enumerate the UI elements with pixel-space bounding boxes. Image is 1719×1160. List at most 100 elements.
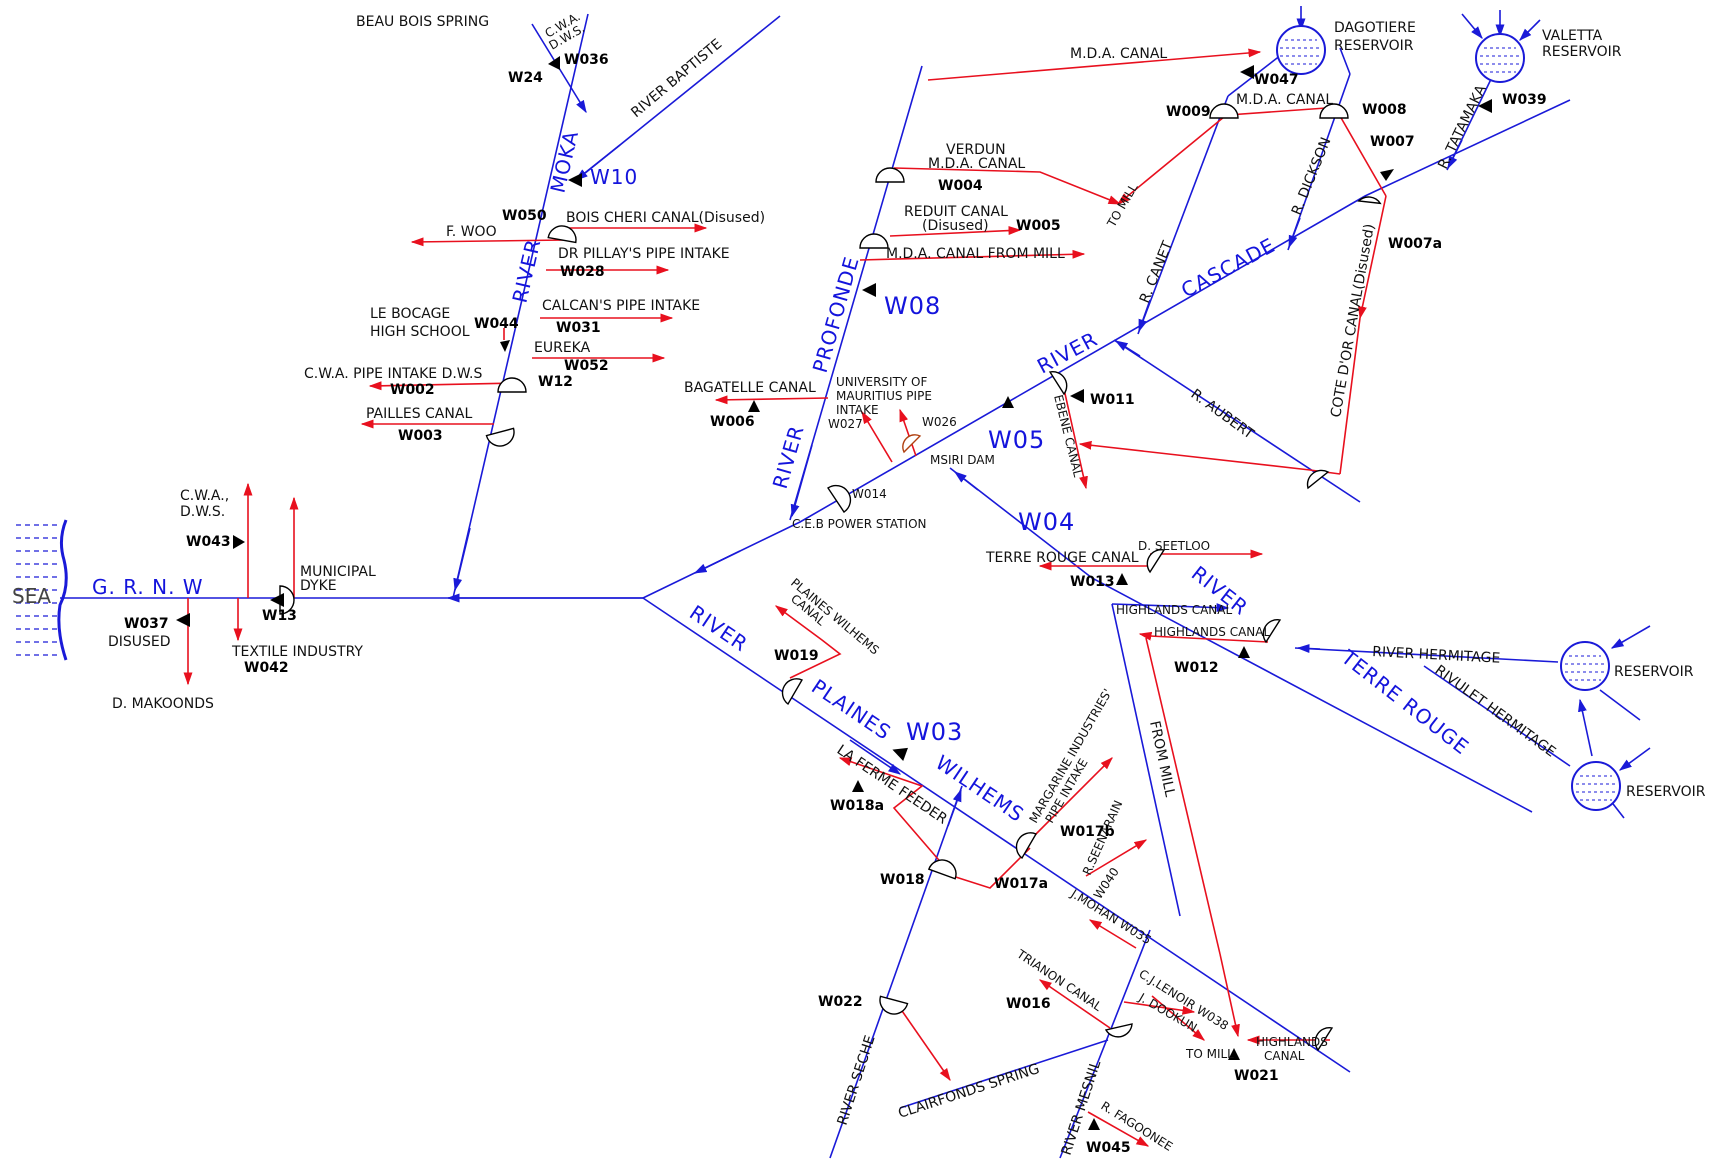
reservoir-2[interactable] (1571, 761, 1621, 811)
code-w027[interactable]: W027 (828, 417, 863, 431)
code-w007[interactable]: W007 (1370, 134, 1415, 150)
label-le-bocage-2: HIGH SCHOOL (370, 324, 470, 340)
reservoir-dagotiere[interactable] (1276, 25, 1326, 75)
code-w028[interactable]: W028 (560, 264, 605, 280)
river-label-grnw: G. R. N. W (92, 575, 204, 599)
label-le-bocage-1: LE BOCAGE (370, 306, 450, 322)
code-w022[interactable]: W022 (818, 994, 863, 1010)
reservoir-label-2: RESERVOIR (1626, 784, 1706, 800)
river-label-hermitage: RIVER HERMITAGE (1372, 644, 1501, 667)
code-w011[interactable]: W011 (1090, 392, 1135, 408)
label-highlands-2: HIGHLANDS CANAL (1154, 625, 1270, 639)
code-w005[interactable]: W005 (1016, 218, 1061, 234)
code-w039[interactable]: W039 (1502, 92, 1547, 108)
river-label-moka-river: RIVER (507, 236, 545, 305)
label-uom-1: UNIVERSITY OF (836, 375, 928, 389)
label-cwa-dws-left-2: D.W.S. (180, 504, 225, 520)
label-bois-cheri: BOIS CHERI CANAL(Disused) (566, 210, 765, 226)
label-seetloo: D. SEETLOO (1138, 539, 1210, 553)
code-w047[interactable]: W047 (1254, 72, 1299, 88)
river-label-profonde: PROFONDE (808, 253, 864, 375)
code-w045[interactable]: W045 (1086, 1140, 1131, 1156)
reservoir-1[interactable] (1560, 641, 1610, 691)
river-moka (452, 13, 589, 599)
code-w050[interactable]: W050 (502, 208, 547, 224)
river-cascade (642, 99, 1571, 599)
code-w13[interactable]: W13 (262, 608, 297, 624)
river-terre-rouge (949, 467, 1533, 813)
label-highlands-3-2: CANAL (1264, 1049, 1305, 1063)
reservoir-valetta[interactable] (1475, 33, 1525, 83)
code-w24[interactable]: W24 (508, 70, 543, 86)
station-w05[interactable]: W05 (988, 426, 1045, 454)
label-margarine-1: MARGARINE INDUSTRIES' (1026, 686, 1114, 825)
station-w04[interactable]: W04 (1018, 508, 1075, 536)
code-w017b[interactable]: W017b (1060, 824, 1115, 840)
clairfonds-spring (899, 1039, 1109, 1109)
code-w044[interactable]: W044 (474, 316, 519, 332)
label-msiri: MSIRI DAM (930, 453, 995, 467)
label-municipal-1: MUNICIPAL (300, 564, 376, 580)
code-w016[interactable]: W016 (1006, 996, 1051, 1012)
label-uom-2: MAURITIUS PIPE (836, 389, 932, 403)
label-la-ferme: LA FERME FEEDER (834, 742, 950, 828)
river-label-seche: RIVER SECHE (835, 1034, 879, 1128)
station-w08[interactable]: W08 (884, 292, 941, 320)
station-w10[interactable]: W10 (590, 165, 638, 189)
code-w12[interactable]: W12 (538, 374, 573, 390)
canal-network (183, 48, 1387, 1147)
code-w036[interactable]: W036 (564, 52, 609, 68)
code-w019[interactable]: W019 (774, 648, 819, 664)
reservoir-label-dagotiere-2: RESERVOIR (1334, 38, 1414, 54)
code-w006[interactable]: W006 (710, 414, 755, 430)
code-w004[interactable]: W004 (938, 178, 983, 194)
label-plaines-canal-1: PLAINES WILHEMS (788, 576, 882, 658)
code-w042[interactable]: W042 (244, 660, 289, 676)
code-w031[interactable]: W031 (556, 320, 601, 336)
code-w021[interactable]: W021 (1234, 1068, 1279, 1084)
river-label-dickson: R. DICKSON (1289, 135, 1335, 217)
river-plaines-wilhems (642, 597, 1351, 1073)
reservoir-label-valetta-1: VALETTA (1542, 28, 1603, 44)
label-terre-rouge-canal: TERRE ROUGE CANAL (985, 550, 1139, 566)
code-w018[interactable]: W018 (880, 872, 925, 888)
reservoir-label-valetta-2: RESERVOIR (1542, 44, 1622, 60)
code-w012[interactable]: W012 (1174, 660, 1219, 676)
code-w013[interactable]: W013 (1070, 574, 1115, 590)
river-canet (1137, 95, 1229, 335)
label-to-mill-1: TO MILL (1104, 181, 1141, 231)
code-w014[interactable]: W014 (852, 487, 887, 501)
code-w043[interactable]: W043 (186, 534, 231, 550)
river-label-cascade: CASCADE (1177, 233, 1279, 303)
code-w003[interactable]: W003 (398, 428, 443, 444)
river-label-aubert: R. AUBERT (1188, 386, 1257, 443)
code-w007a[interactable]: W007a (1388, 236, 1442, 252)
code-w052[interactable]: W052 (564, 358, 609, 374)
label-reduit-2: (Disused) (922, 218, 989, 234)
station-markers (176, 56, 1492, 1130)
code-w018a[interactable]: W018a (830, 798, 884, 814)
river-label-baptiste: RIVER BAPTISTE (628, 36, 725, 121)
label-beau-bois: BEAU BOIS SPRING (356, 14, 489, 30)
river-label-moka: MOKA (545, 128, 583, 195)
reservoir-label-dagotiere-1: DAGOTIERE (1334, 20, 1416, 36)
label-f-woo: F. WOO (446, 224, 497, 240)
station-w03[interactable]: W03 (906, 718, 963, 746)
code-w009[interactable]: W009 (1166, 104, 1211, 120)
code-w037[interactable]: W037 (124, 616, 169, 632)
river-mesnil (1059, 929, 1151, 1159)
river-profonde (789, 65, 923, 521)
label-pailles: PAILLES CANAL (366, 406, 472, 422)
from-mill-blue (1111, 603, 1181, 917)
label-disused: DISUSED (108, 634, 171, 650)
river-label-cascade-river: RIVER (1033, 327, 1102, 379)
code-w026[interactable]: W026 (922, 415, 957, 429)
code-w017a[interactable]: W017a (994, 876, 1048, 892)
label-ceb: C.E.B POWER STATION (792, 517, 927, 531)
code-w002[interactable]: W002 (390, 382, 435, 398)
code-w008[interactable]: W008 (1362, 102, 1407, 118)
reservoir-label-1: RESERVOIR (1614, 664, 1694, 680)
label-verdun-2: M.D.A. CANAL (928, 156, 1025, 172)
label-textile: TEXTILE INDUSTRY (231, 644, 363, 660)
label-from-mill: FROM MILL (1146, 720, 1178, 799)
